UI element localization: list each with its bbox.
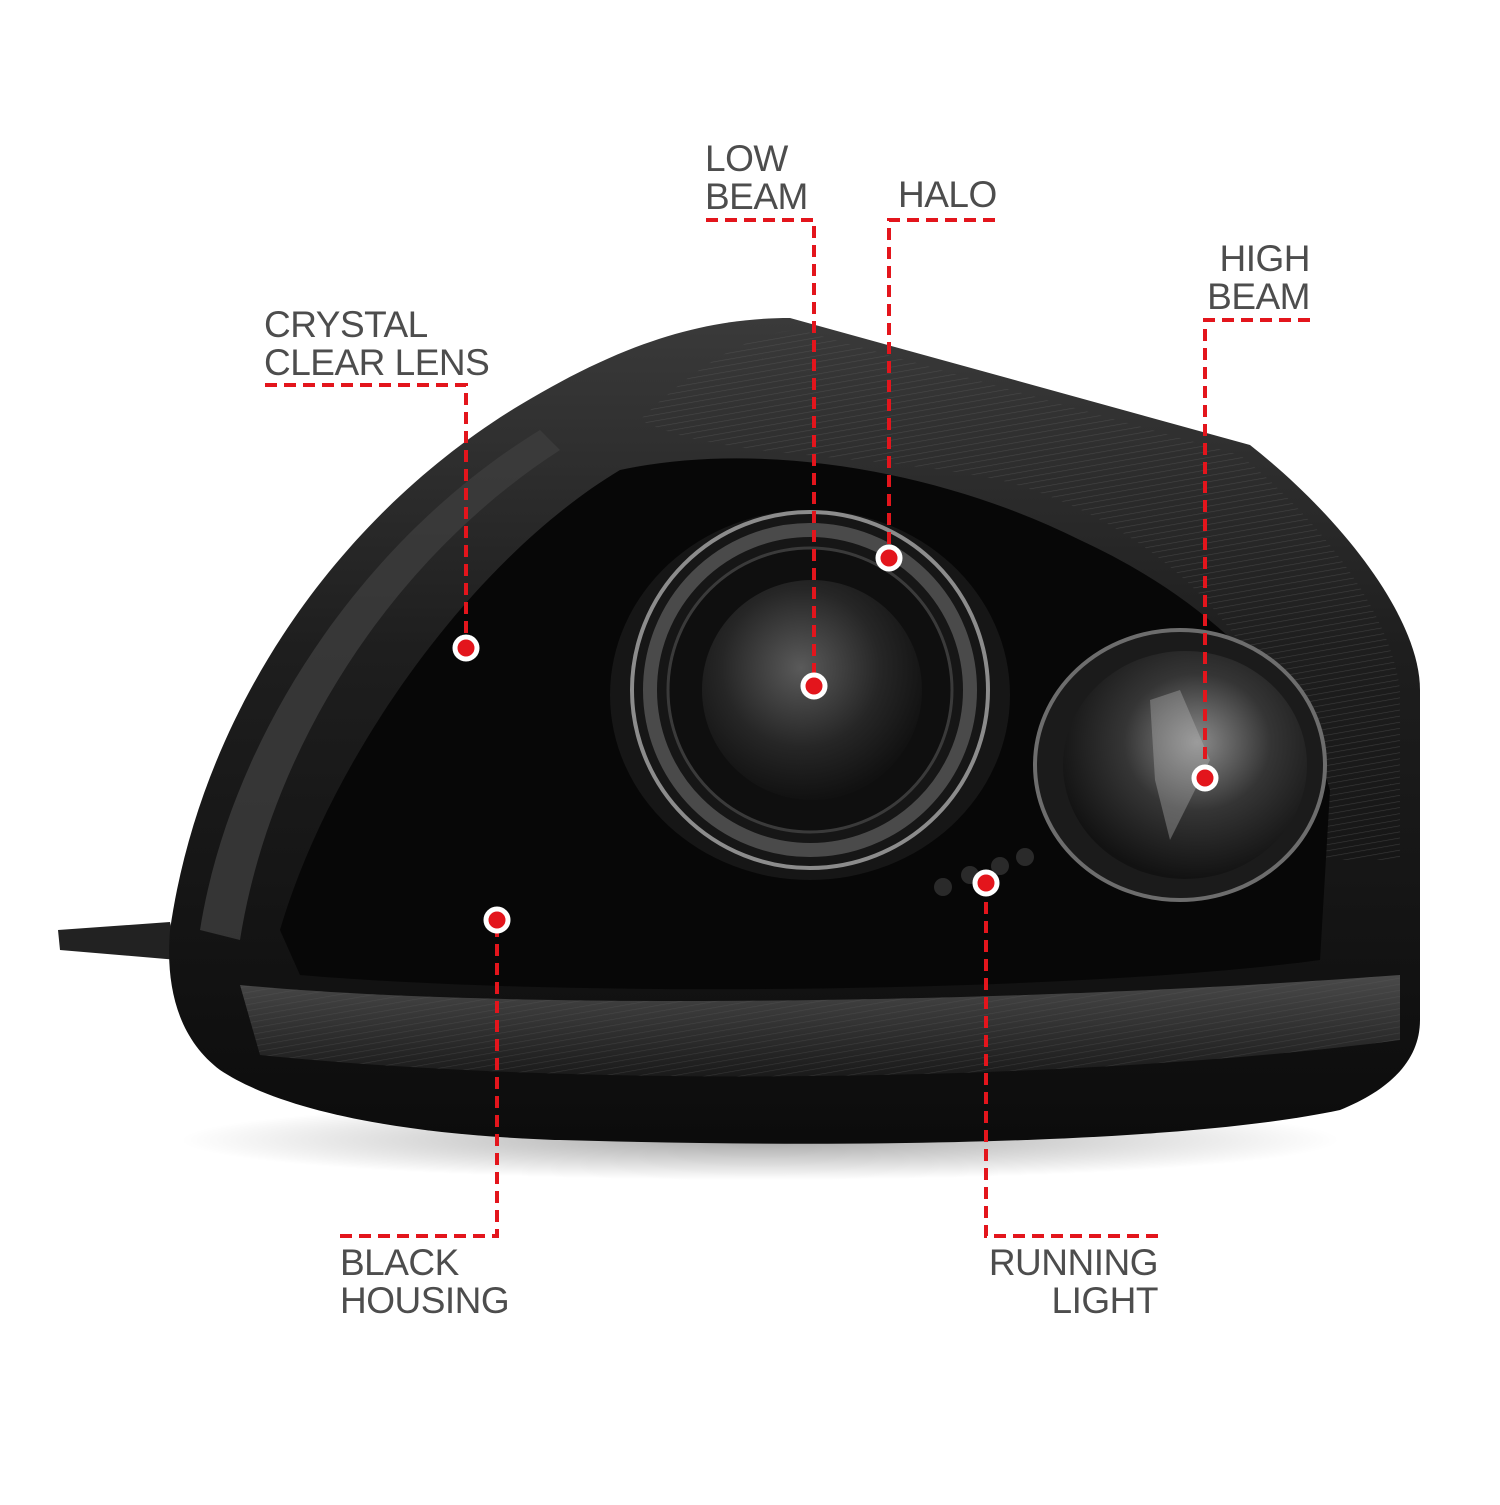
label-running-light-line1: RUNNING (988, 1242, 1159, 1283)
callout-line-crystal-clear-lens (265, 383, 468, 648)
label-crystal-clear-lens: CRYSTAL CLEAR LENS (264, 304, 490, 383)
callout-dot-running-light (972, 869, 1000, 897)
running-light-led (991, 857, 1009, 875)
high-beam-reflector (1063, 651, 1307, 879)
callout-dot-halo (875, 544, 903, 572)
label-halo-line1: HALO (898, 174, 997, 215)
callout-dot-high-beam (1191, 764, 1219, 792)
halo-ring-inner (643, 523, 977, 857)
label-high-beam-line1: HIGH (1219, 238, 1311, 279)
label-low-beam-line1: LOW (705, 138, 788, 179)
lens-left-edge (200, 430, 560, 940)
callout-line-black-housing (340, 920, 499, 1238)
label-running-light-line2: LIGHT (1051, 1280, 1159, 1321)
label-high-beam: HIGH BEAM (1207, 240, 1310, 316)
callout-dot-low-beam (800, 672, 828, 700)
label-black-housing: BLACK HOUSING (340, 1242, 510, 1321)
label-low-beam-line2: BEAM (705, 176, 808, 217)
label-black-housing-line2: HOUSING (340, 1280, 510, 1321)
label-black-housing-line1: BLACK (340, 1242, 459, 1283)
label-crystal-clear-lens-line1: CRYSTAL (264, 304, 428, 345)
lens-lower-strip-ribs (240, 975, 1400, 1077)
lens-upper-ribs (640, 330, 1400, 860)
callout-line-high-beam (1203, 318, 1310, 778)
label-high-beam-line2: BEAM (1207, 276, 1310, 317)
label-crystal-clear-lens-line2: CLEAR LENS (264, 342, 490, 383)
callout-line-low-beam (706, 218, 816, 686)
mount-tab-lower (58, 922, 178, 960)
label-low-beam: LOW BEAM (705, 140, 808, 216)
running-light-led (934, 878, 952, 896)
label-halo: HALO (898, 176, 997, 214)
halo-ring (630, 510, 990, 870)
label-running-light: RUNNING LIGHT (988, 1242, 1159, 1321)
running-light-led (1016, 848, 1034, 866)
callout-dot-black-housing (483, 906, 511, 934)
high-beam-highlight (1150, 690, 1210, 840)
callout-dot-crystal-clear-lens (452, 634, 480, 662)
callout-line-halo (887, 218, 995, 558)
callout-line-running-light (984, 883, 1158, 1238)
